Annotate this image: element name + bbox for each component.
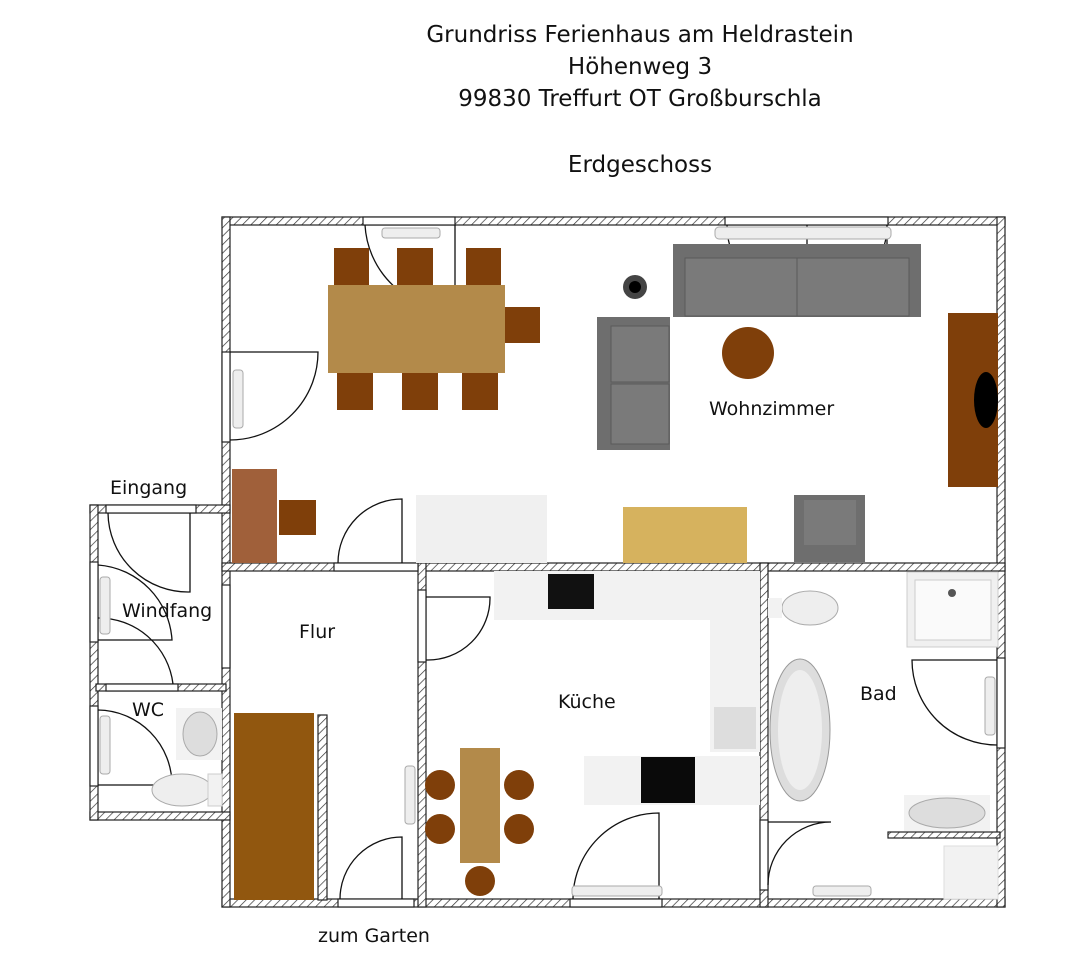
address-street: Höhenweg 3 — [567, 54, 713, 80]
radiators — [99, 226, 996, 897]
plan-title: Grundriss Ferienhaus am Heldrastein — [426, 22, 854, 48]
garden-exit-label: zum Garten — [318, 925, 430, 947]
room-label-wohnzimmer: Wohnzimmer — [709, 398, 835, 420]
room-label-bad: Bad — [860, 683, 897, 705]
room-label-kueche: Küche — [558, 691, 616, 713]
room-label-wc: WC — [132, 699, 165, 721]
room-label-windfang: Windfang — [122, 600, 213, 622]
dining-set — [328, 248, 540, 410]
room-label-flur: Flur — [299, 621, 336, 643]
sanitary — [151, 571, 999, 900]
address-city: 99830 Treffurt OT Großburschla — [458, 86, 822, 112]
room-label-eingang: Eingang — [110, 477, 188, 499]
openings — [89, 216, 1006, 908]
living-furniture — [232, 244, 998, 563]
walls — [89, 216, 1006, 908]
kitchen-furniture — [425, 571, 760, 896]
floor-label: Erdgeschoss — [567, 152, 713, 178]
